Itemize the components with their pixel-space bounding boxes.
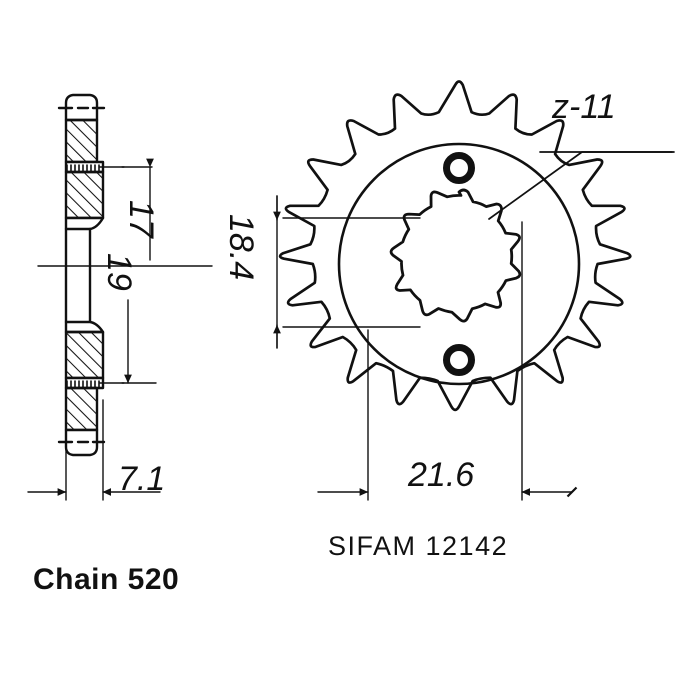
dimension-label-19: 19 <box>100 253 138 291</box>
spline-callout-label: z-11 <box>552 88 616 126</box>
dim-21-6-group <box>317 221 578 501</box>
section-lower-web <box>64 330 105 380</box>
dimension-label-7-1: 7.1 <box>118 460 166 498</box>
section-lower-knurl <box>66 380 100 388</box>
section-upper-tooth-body <box>64 118 99 164</box>
dim-18-4-group <box>273 195 421 349</box>
section-upper-fillet <box>64 216 105 231</box>
bolt-holes <box>443 152 475 376</box>
part-number-caption: SIFAM 12142 <box>328 531 509 561</box>
section-lower-tooth-body <box>64 386 99 432</box>
dimension-label-18-4: 18.4 <box>222 214 260 281</box>
section-upper-knurl <box>66 164 100 172</box>
dimension-label-21-6: 21.6 <box>408 456 475 494</box>
section-upper-web <box>64 170 105 220</box>
dimension-label-17: 17 <box>122 200 160 238</box>
front-view-group <box>278 80 675 412</box>
section-lower-fillet <box>64 320 105 334</box>
internal-spline <box>389 188 522 323</box>
chain-caption: Chain 520 <box>33 563 180 596</box>
hub-circle <box>337 142 581 386</box>
section-view-group <box>27 93 213 501</box>
